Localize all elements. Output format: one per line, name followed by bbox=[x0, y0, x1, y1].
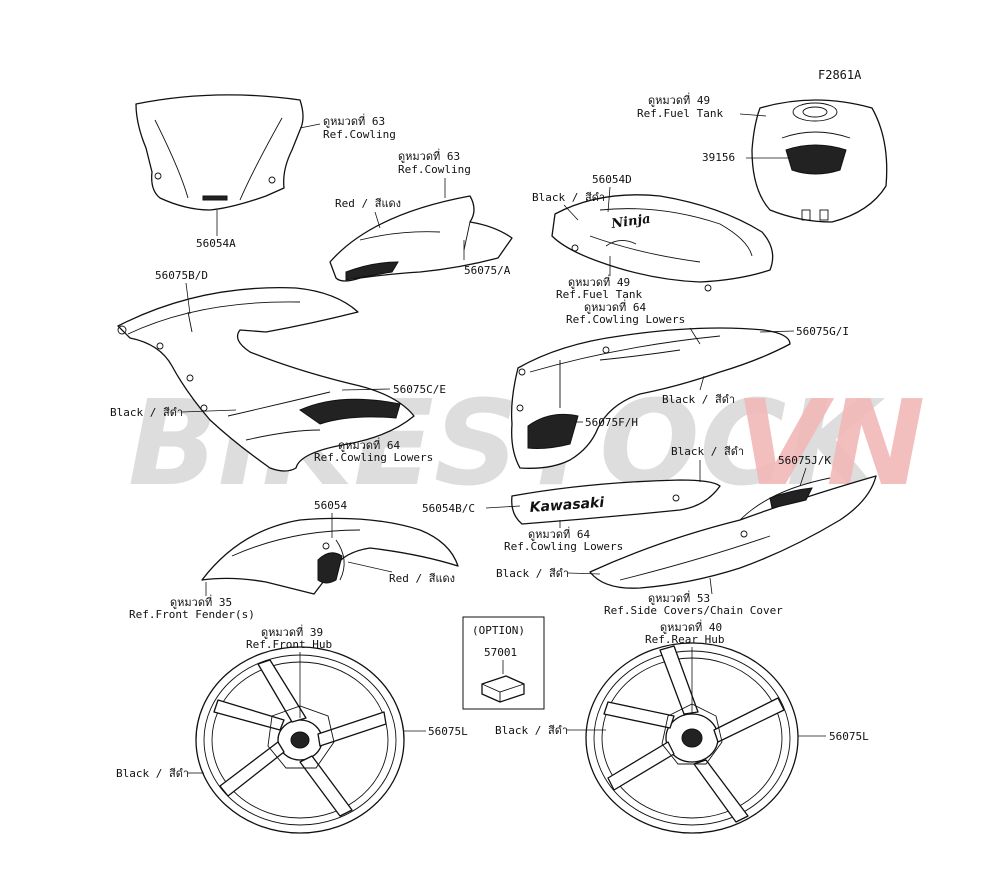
ninja-decal-text: Ninja bbox=[609, 212, 651, 232]
ref-cowling-a-thai: ดูหมวดที่ 63 bbox=[323, 113, 385, 128]
color-label-black-b: Black / สีดำ bbox=[110, 406, 183, 419]
leader-line bbox=[563, 204, 579, 221]
leader-line bbox=[185, 282, 191, 315]
ref-fuel-tank-b: Ref.Fuel Tank bbox=[556, 288, 642, 301]
ref-fuel-tank-b-thai: ดูหมวดที่ 49 bbox=[568, 274, 630, 289]
leader-line bbox=[607, 186, 611, 213]
fuel-tank-illustration: Ninja bbox=[551, 194, 774, 292]
leader-line bbox=[699, 375, 705, 391]
watermark-text-2: VN bbox=[735, 374, 925, 512]
color-label-black-f: Black / สีดำ bbox=[116, 767, 189, 780]
option-box: (OPTION) 57001 bbox=[462, 616, 545, 710]
ref-side-covers-thai: ดูหมวดที่ 53 bbox=[648, 590, 710, 605]
ref-rear-hub-thai: ดูหมวดที่ 40 bbox=[660, 619, 722, 634]
leader-line bbox=[374, 211, 381, 229]
color-label-black-d: Black / สีดำ bbox=[671, 445, 744, 458]
color-label-black-a: Black / สีดำ bbox=[532, 191, 605, 204]
part-number-56075bd: 56075B/D bbox=[155, 269, 208, 282]
ref-front-hub: Ref.Front Hub bbox=[246, 638, 332, 651]
part-number-56075jk: 56075J/K bbox=[778, 454, 831, 467]
color-label-black-e: Black / สีดำ bbox=[496, 567, 569, 580]
fuel-tank-cover-illustration bbox=[751, 99, 888, 223]
ref-fuel-tank-a-thai: ดูหมวดที่ 49 bbox=[648, 92, 710, 107]
ref-front-fender-thai: ดูหมวดที่ 35 bbox=[170, 594, 232, 609]
ref-front-hub-thai: ดูหมวดที่ 39 bbox=[261, 624, 323, 639]
lower-cowl-illustration: Kawasaki bbox=[511, 479, 721, 525]
ref-side-covers: Ref.Side Covers/Chain Cover bbox=[604, 604, 783, 617]
ref-cowling-a: Ref.Cowling bbox=[323, 128, 396, 141]
ref-fuel-tank-a: Ref.Fuel Tank bbox=[637, 107, 723, 120]
part-number-56054a: 56054A bbox=[196, 237, 236, 250]
ref-cowling-lowers-b: Ref.Cowling Lowers bbox=[566, 313, 685, 326]
tail-cover-illustration bbox=[589, 475, 877, 589]
leader-line bbox=[341, 388, 391, 391]
leader-line bbox=[485, 505, 521, 509]
leader-line bbox=[689, 327, 701, 345]
right-side-cowl-illustration bbox=[510, 327, 791, 469]
part-number-56075a: 56075/A bbox=[464, 264, 511, 277]
leader-line bbox=[739, 113, 767, 117]
option-label: (OPTION) bbox=[472, 624, 525, 637]
part-number-56075ce: 56075C/E bbox=[393, 383, 446, 396]
ref-cowling-lowers-a-thai: ดูหมวดที่ 64 bbox=[338, 437, 400, 452]
ref-cowling-lowers-c-thai: ดูหมวดที่ 64 bbox=[528, 526, 590, 541]
leader-line bbox=[567, 572, 601, 575]
figure-code: F2861A bbox=[818, 68, 862, 82]
ref-cowling-b: Ref.Cowling bbox=[398, 163, 471, 176]
part-number-56075l-rear: 56075L bbox=[829, 730, 869, 743]
part-number-39156: 39156 bbox=[702, 151, 735, 164]
part-number-56075fh: 56075F/H bbox=[585, 416, 638, 429]
rear-wheel-illustration bbox=[585, 642, 799, 834]
part-number-56075gi: 56075G/I bbox=[796, 325, 849, 338]
leader-line bbox=[759, 330, 795, 333]
ref-cowling-lowers-c: Ref.Cowling Lowers bbox=[504, 540, 623, 553]
upper-cowl-illustration bbox=[329, 195, 513, 282]
color-label-red-b: Red / สีแดง bbox=[389, 572, 455, 585]
kawasaki-decal-text: Kawasaki bbox=[529, 495, 605, 516]
part-number-56075l-front: 56075L bbox=[428, 725, 468, 738]
color-label-black-g: Black / สีดำ bbox=[495, 724, 568, 737]
windshield-illustration bbox=[135, 94, 304, 211]
leader-line bbox=[181, 409, 237, 413]
leader-line bbox=[799, 467, 807, 487]
color-label-black-c: Black / สีดำ bbox=[662, 393, 735, 406]
left-side-cowl-illustration bbox=[117, 287, 415, 472]
part-number-56054d: 56054D bbox=[592, 173, 632, 186]
ref-front-fender: Ref.Front Fender(s) bbox=[129, 608, 255, 621]
ref-cowling-b-thai: ดูหมวดที่ 63 bbox=[398, 148, 460, 163]
leader-line bbox=[709, 577, 713, 595]
front-wheel-illustration bbox=[195, 646, 405, 834]
leader-line bbox=[347, 561, 393, 573]
leader-line bbox=[299, 123, 321, 129]
part-number-56054: 56054 bbox=[314, 499, 347, 512]
part-number-56054bc: 56054B/C bbox=[422, 502, 475, 515]
color-label-red-a: Red / สีแดง bbox=[335, 197, 401, 210]
ref-cowling-lowers-a: Ref.Cowling Lowers bbox=[314, 451, 433, 464]
ref-cowling-lowers-b-thai: ดูหมวดที่ 64 bbox=[584, 299, 646, 314]
front-fender-illustration bbox=[201, 517, 459, 595]
ref-rear-hub: Ref.Rear Hub bbox=[645, 633, 724, 646]
part-number-57001: 57001 bbox=[484, 646, 517, 659]
